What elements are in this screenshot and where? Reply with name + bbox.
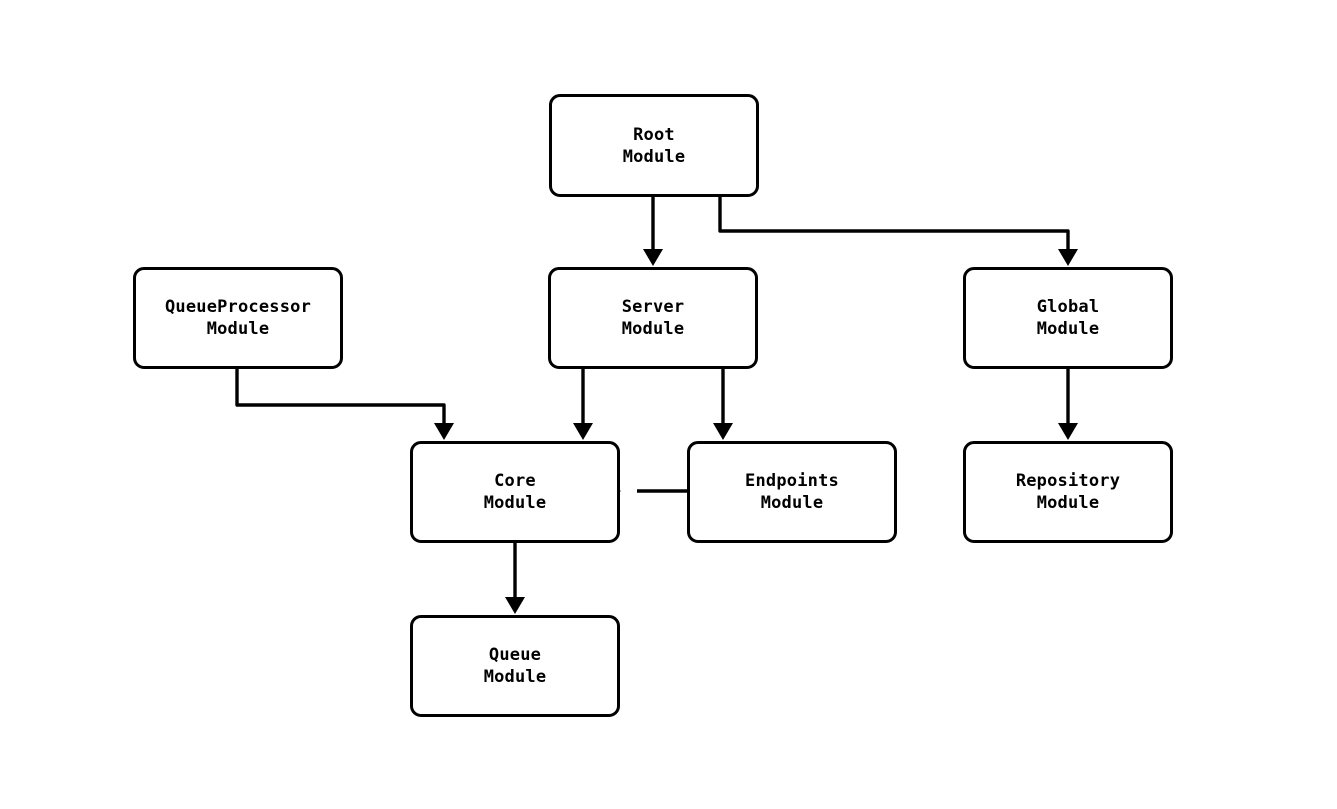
node-repository-module-line2: Module — [1036, 493, 1100, 513]
arrowhead — [434, 423, 454, 440]
node-queueprocessor-module-line2: Module — [206, 319, 270, 339]
node-endpoints-module[interactable]: Endpoints Module — [687, 441, 897, 543]
arrowhead — [505, 597, 525, 614]
node-endpoints-module-line2: Module — [760, 493, 824, 513]
edge-root-server — [643, 197, 663, 266]
node-queue-module-line2: Module — [483, 667, 547, 687]
node-repository-module-line1: Repository — [1015, 471, 1121, 491]
node-server-module-line2: Module — [621, 319, 685, 339]
node-server-module[interactable]: Server Module — [548, 267, 758, 369]
node-global-module-line2: Module — [1036, 319, 1100, 339]
node-global-module-line1: Global — [1036, 297, 1100, 317]
node-queueprocessor-module-line1: QueueProcessor — [164, 297, 312, 317]
edge-server-core — [573, 369, 593, 440]
node-root-module[interactable]: Root Module — [549, 94, 759, 197]
edge-server-endpoints — [713, 369, 733, 440]
node-repository-module[interactable]: Repository Module — [963, 441, 1173, 543]
node-root-module-line1: Root — [633, 124, 675, 145]
arrowhead — [573, 423, 593, 440]
arrowhead — [1058, 423, 1078, 440]
edge-queueprocessor-core — [235, 369, 454, 440]
node-core-module[interactable]: Core Module — [410, 441, 620, 543]
node-queue-module-line1: Queue — [488, 645, 542, 665]
arrowhead — [643, 249, 663, 266]
node-server-module-line1: Server — [621, 297, 685, 317]
node-core-module-line2: Module — [483, 493, 547, 513]
node-global-module[interactable]: Global Module — [963, 267, 1173, 369]
node-core-module-line1: Core — [494, 471, 536, 491]
node-root-module-line2: Module — [622, 146, 686, 167]
edge-core-queue — [505, 543, 525, 614]
node-endpoints-module-line1: Endpoints — [745, 471, 839, 491]
node-queueprocessor-module[interactable]: QueueProcessor Module — [133, 267, 343, 369]
edge-root-global — [718, 197, 1078, 266]
arrowhead — [713, 423, 733, 440]
edge-global-repository — [1058, 369, 1078, 440]
arrowhead — [1058, 249, 1078, 266]
node-queue-module[interactable]: Queue Module — [410, 615, 620, 717]
